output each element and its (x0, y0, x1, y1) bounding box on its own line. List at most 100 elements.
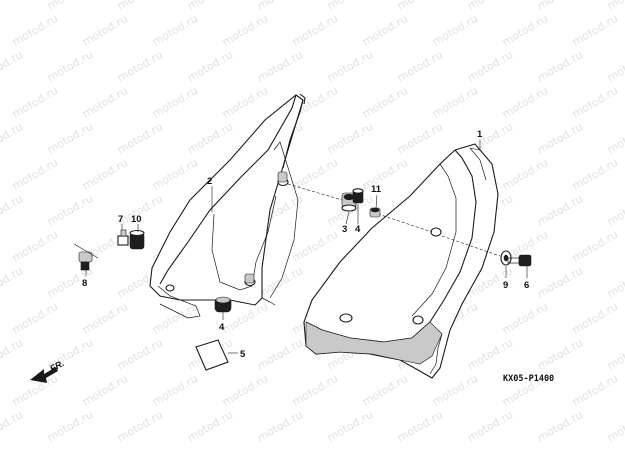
side-cover-left-part-2 (149, 93, 306, 319)
watermark-text: motod.ru (255, 336, 305, 372)
watermark-text: motod.ru (45, 408, 95, 444)
assembly-line-b (377, 213, 433, 233)
callout-9: 9 (503, 280, 508, 291)
leader-lines (85, 140, 528, 354)
watermark-text: motod.ru (395, 0, 445, 13)
watermark-text: motod.ru (0, 48, 25, 84)
watermark-text: motod.ru (500, 156, 550, 192)
watermark-text: motod.ru (605, 264, 625, 300)
watermark-text: motod.ru (10, 12, 60, 48)
diagram-code: KX05-P1400 (503, 374, 554, 384)
callout-1: 1 (477, 129, 483, 140)
watermark-text: motod.ru (535, 408, 585, 444)
watermark-text: motod.ru (255, 408, 305, 444)
collar-part-10 (129, 229, 145, 250)
watermark-text: motod.ru (395, 408, 445, 444)
watermark-text: motod.ru (185, 0, 235, 13)
bolt-part-6 (507, 254, 532, 267)
watermark-text: motod.ru (535, 48, 585, 84)
watermark-text: motod.ru (45, 192, 95, 228)
callout-6: 6 (524, 280, 529, 291)
watermark-text: motod.ru (290, 228, 340, 264)
watermark-text: motod.ru (150, 12, 200, 48)
watermark-text: motod.ru (10, 156, 60, 192)
watermark-text: motod.ru (535, 0, 585, 13)
watermark-text: motod.ru (570, 12, 620, 48)
watermark-text: motod.ru (220, 12, 270, 48)
watermark-text: motod.ru (0, 0, 25, 13)
watermark-text: motod.ru (220, 372, 270, 408)
watermark-text: motod.ru (115, 120, 165, 156)
watermark-text: motod.ru (290, 12, 340, 48)
decal-part-5 (195, 339, 229, 371)
watermark-text: motod.ru (360, 84, 410, 120)
watermark-text: motod.ru (535, 264, 585, 300)
watermark-text: motod.ru (605, 120, 625, 156)
watermark-text: motod.ru (115, 0, 165, 13)
watermark-text: motod.ru (395, 48, 445, 84)
bolt-part-8 (78, 251, 93, 271)
watermark-text: motod.ru (605, 408, 625, 444)
watermark-text: motod.ru (430, 84, 480, 120)
watermark-text: motod.ru (570, 300, 620, 336)
front-direction-arrow-icon (30, 367, 58, 383)
watermark-text: motod.ru (255, 48, 305, 84)
watermark-text: motod.ru (500, 300, 550, 336)
grommet-part-3 (341, 192, 357, 212)
watermark-text: motod.ru (500, 84, 550, 120)
watermark-text: motod.ru (535, 192, 585, 228)
cover-grommet-upper (277, 171, 289, 187)
watermark-text: motod.ru (395, 120, 445, 156)
cover-grommet-lower (244, 273, 256, 287)
watermark-text: motod.ru (0, 192, 25, 228)
cover-grommet-side (165, 284, 175, 292)
watermark-text: motod.ru (605, 48, 625, 84)
callout-4-upper: 4 (355, 224, 361, 235)
pointer-line-8 (73, 243, 99, 259)
watermark-text: motod.ru (465, 408, 515, 444)
watermark-text: motod.ru (185, 120, 235, 156)
assembly-line-a (287, 183, 343, 201)
watermark-text: motod.ru (605, 336, 625, 372)
callout-7: 7 (118, 214, 123, 225)
watermark-text: motod.ru (185, 408, 235, 444)
watermark-text: motod.ru (220, 84, 270, 120)
watermark-text: motod.ru (45, 48, 95, 84)
watermark-text: motod.ru (80, 12, 130, 48)
watermark-text: motod.ru (150, 156, 200, 192)
watermark-text: motod.ru (80, 300, 130, 336)
watermark-text: motod.ru (325, 0, 375, 13)
watermark-text: motod.ru (150, 372, 200, 408)
watermark-text: motod.ru (570, 156, 620, 192)
watermark-text: motod.ru (535, 120, 585, 156)
callout-4-lower: 4 (219, 322, 225, 333)
callout-10: 10 (131, 214, 142, 225)
watermark-text: motod.ru (0, 120, 25, 156)
watermark-text: motod.ru (570, 84, 620, 120)
watermark-text: motod.ru (0, 264, 25, 300)
watermark-text: motod.ru (10, 84, 60, 120)
watermark-text: motod.ru (605, 192, 625, 228)
watermark-text: motod.ru (80, 84, 130, 120)
watermark-text: motod.ru (10, 300, 60, 336)
watermark-text: motod.ru (45, 0, 95, 13)
watermark-text: motod.ru (535, 336, 585, 372)
callout-5: 5 (240, 349, 246, 360)
watermark-text: motod.ru (45, 120, 95, 156)
watermark-text: motod.ru (430, 12, 480, 48)
watermark-text: motod.ru (115, 48, 165, 84)
watermark-text: motod.ru (360, 372, 410, 408)
callout-11: 11 (371, 184, 382, 195)
watermark-text: motod.ru (290, 372, 340, 408)
collar-part-11 (369, 207, 381, 218)
watermark-text: motod.ru (465, 48, 515, 84)
watermark-text: motod.ru (360, 12, 410, 48)
watermark-text: motod.ru (360, 156, 410, 192)
watermark-text: motod.ru (80, 156, 130, 192)
watermark-text: motod.ru (325, 48, 375, 84)
watermark-text: motod.ru (325, 408, 375, 444)
watermark-text: motod.ru (150, 84, 200, 120)
watermark-text: motod.ru (0, 408, 25, 444)
collar-part-4-upper (352, 188, 364, 204)
